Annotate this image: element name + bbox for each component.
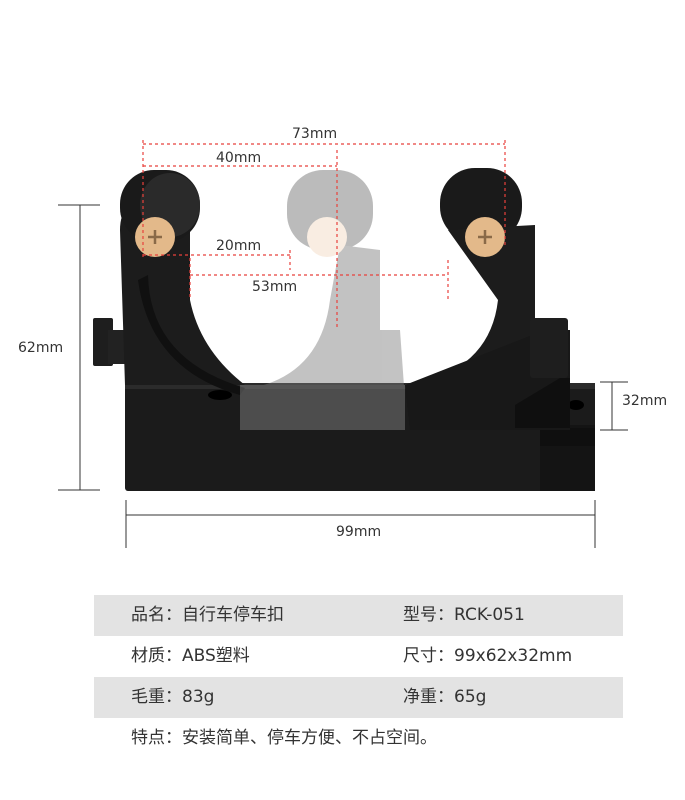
spec-net-weight: 净重：65g — [403, 687, 487, 707]
dimension-label-62mm: 62mm — [18, 340, 64, 356]
spec-table: 品名：自行车停车扣 型号：RCK-051 材质：ABS塑料 尺寸：99x62x3… — [94, 595, 623, 759]
spec-features: 特点：安装简单、停车方便、不占空间。 — [131, 728, 437, 748]
spec-row: 品名：自行车停车扣 型号：RCK-051 — [94, 595, 623, 636]
clip-arm-left — [120, 170, 245, 395]
dimension-label-73mm: 73mm — [292, 126, 338, 142]
clip-arm-right — [405, 168, 570, 430]
dimension-label-99mm: 99mm — [336, 524, 382, 540]
spec-gross-weight: 毛重：83g — [131, 687, 215, 707]
spec-row: 毛重：83g 净重：65g — [94, 677, 623, 718]
spec-model: 型号：RCK-051 — [403, 605, 525, 625]
dimension-lines — [58, 204, 628, 548]
clip-arm-ghost — [240, 170, 405, 430]
spec-product-name: 品名：自行车停车扣 — [131, 605, 284, 625]
dimension-label-32mm: 32mm — [622, 393, 668, 409]
dimension-label-40mm: 40mm — [216, 150, 262, 166]
spec-material: 材质：ABS塑料 — [131, 646, 250, 666]
spec-row: 特点：安装简单、停车方便、不占空间。 — [94, 718, 623, 759]
spec-size: 尺寸：99x62x32mm — [403, 646, 573, 666]
spec-row: 材质：ABS塑料 尺寸：99x62x32mm — [94, 636, 623, 677]
dimension-label-20mm: 20mm — [216, 238, 262, 254]
bike-parking-clip-illustration — [58, 140, 628, 548]
dimension-label-53mm: 53mm — [252, 279, 298, 295]
dimension-guides — [142, 140, 506, 330]
